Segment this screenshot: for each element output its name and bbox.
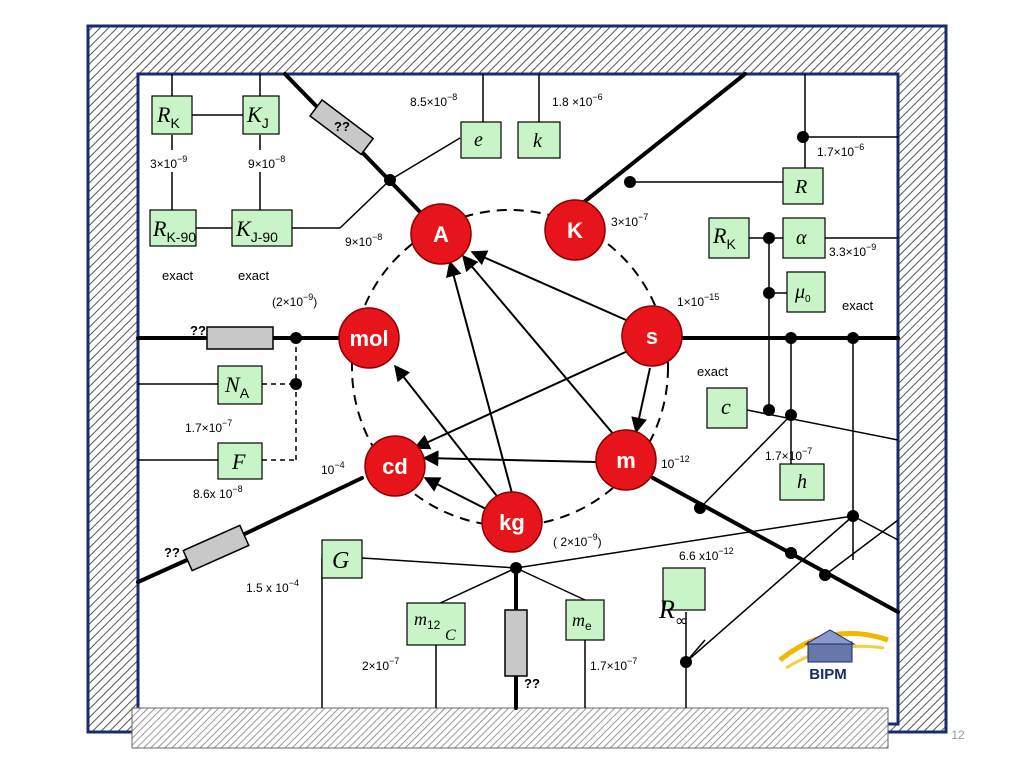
svg-text:2×10−7: 2×10−7	[362, 656, 399, 673]
svg-text:C: C	[445, 627, 456, 644]
svg-text:1.7×10−7: 1.7×10−7	[590, 656, 637, 673]
unit-kg: kg	[481, 491, 543, 553]
svg-text:10−4: 10−4	[321, 460, 345, 477]
const-f: F	[217, 442, 263, 480]
svg-text:??: ??	[334, 119, 350, 134]
bottom-hatched-bar	[131, 707, 889, 749]
const-k: k	[517, 121, 561, 159]
svg-text:G: G	[332, 548, 349, 574]
base-units: A K mol s cd m kg	[338, 199, 683, 553]
const-rinf: R∞	[658, 567, 706, 630]
svg-text:8.6x 10−8: 8.6x 10−8	[193, 484, 243, 501]
svg-text:exact: exact	[238, 268, 269, 283]
svg-text:R∞: R∞	[658, 595, 688, 630]
constants: RK KJ RK-90 KJ-90 e k R RK	[149, 95, 826, 646]
svg-text:6.6 x10−12: 6.6 x10−12	[679, 546, 734, 563]
svg-text:cd: cd	[382, 454, 408, 479]
svg-text:??: ??	[164, 545, 180, 560]
const-kj90: KJ-90	[231, 209, 293, 247]
svg-text:1×10−15: 1×10−15	[677, 292, 719, 309]
svg-text:F: F	[231, 449, 246, 474]
unit-cd: cd	[364, 435, 426, 497]
const-mu0: μ0	[786, 271, 826, 313]
svg-text:exact: exact	[842, 298, 873, 313]
svg-text:1.7×10−7: 1.7×10−7	[765, 446, 812, 463]
svg-text:KJ-90: KJ-90	[235, 216, 278, 245]
const-rk2: RK	[708, 217, 750, 259]
unknown-marks: ?? ?? ?? ??	[164, 119, 540, 691]
svg-text:9×10−8: 9×10−8	[345, 232, 382, 249]
svg-text:K: K	[567, 218, 583, 243]
svg-text:NA: NA	[224, 372, 250, 401]
const-h: h	[779, 463, 825, 501]
svg-text:8.5×10−8: 8.5×10−8	[410, 92, 457, 109]
svg-text:( 2×10−9): ( 2×10−9)	[553, 532, 602, 549]
svg-text:k: k	[533, 130, 543, 152]
svg-text:1.7×10−7: 1.7×10−7	[185, 418, 232, 435]
unit-K: K	[544, 199, 606, 261]
svg-text:??: ??	[524, 676, 540, 691]
bipm-logo: BIPM	[778, 629, 889, 683]
const-na: NA	[217, 365, 263, 405]
svg-text:me: me	[572, 610, 592, 633]
svg-text:α: α	[796, 227, 807, 249]
const-me: me	[565, 599, 605, 641]
svg-text:A: A	[433, 222, 449, 247]
svg-text:mol: mol	[349, 326, 388, 351]
unit-m: m	[595, 429, 657, 491]
svg-text:μ0: μ0	[794, 281, 811, 305]
svg-text:3×10−7: 3×10−7	[611, 212, 648, 229]
svg-text:1.7×10−6: 1.7×10−6	[817, 142, 864, 159]
unit-s: s	[621, 305, 683, 367]
svg-text:1.5 x 10−4: 1.5 x 10−4	[246, 578, 299, 595]
svg-text:m12: m12	[414, 609, 441, 632]
svg-text:KJ: KJ	[246, 102, 269, 131]
svg-text:h: h	[797, 471, 807, 493]
svg-text:(2×10−9): (2×10−9)	[272, 292, 317, 309]
svg-text:s: s	[646, 324, 658, 349]
svg-text:exact: exact	[162, 268, 193, 283]
thin-lines	[138, 74, 899, 708]
const-alpha: α	[782, 217, 826, 259]
svg-text:exact: exact	[697, 364, 728, 379]
svg-text:c: c	[721, 394, 731, 419]
svg-text:RK-90: RK-90	[152, 216, 196, 245]
const-c: c	[706, 387, 748, 429]
const-kj: KJ	[242, 95, 280, 135]
svg-text:RK: RK	[712, 223, 736, 252]
svg-text:??: ??	[190, 323, 206, 338]
const-rk: RK	[151, 95, 193, 135]
svg-text:e: e	[474, 129, 483, 151]
svg-text:10−12: 10−12	[661, 454, 690, 471]
svg-text:RK: RK	[156, 102, 180, 131]
slide-number: 12	[951, 728, 965, 742]
svg-text:3×10−9: 3×10−9	[150, 154, 187, 171]
bipm-logo-text: BIPM	[809, 666, 847, 683]
unit-A: A	[410, 203, 472, 265]
const-rk90: RK-90	[149, 209, 197, 247]
svg-text:3.3×10−9: 3.3×10−9	[829, 242, 876, 259]
svg-text:1.8 ×10−6: 1.8 ×10−6	[552, 92, 603, 109]
const-r: R	[782, 167, 824, 205]
uncertainty-labels: 3×10−9 9×10−8 exact exact 8.5×10−8 1.8 ×…	[150, 92, 876, 673]
unit-mol: mol	[338, 307, 400, 369]
dependency-arrows	[394, 250, 651, 511]
const-e: e	[460, 121, 502, 159]
junction-dots	[290, 131, 859, 668]
svg-text:m: m	[616, 448, 636, 473]
const-m12c: m12 C	[406, 602, 466, 646]
svg-text:kg: kg	[499, 510, 525, 535]
const-g: G	[321, 539, 363, 579]
unknown-links	[182, 98, 528, 677]
svg-text:R: R	[794, 176, 807, 198]
svg-text:9×10−8: 9×10−8	[248, 154, 285, 171]
dashed-unit-circle	[351, 209, 669, 527]
